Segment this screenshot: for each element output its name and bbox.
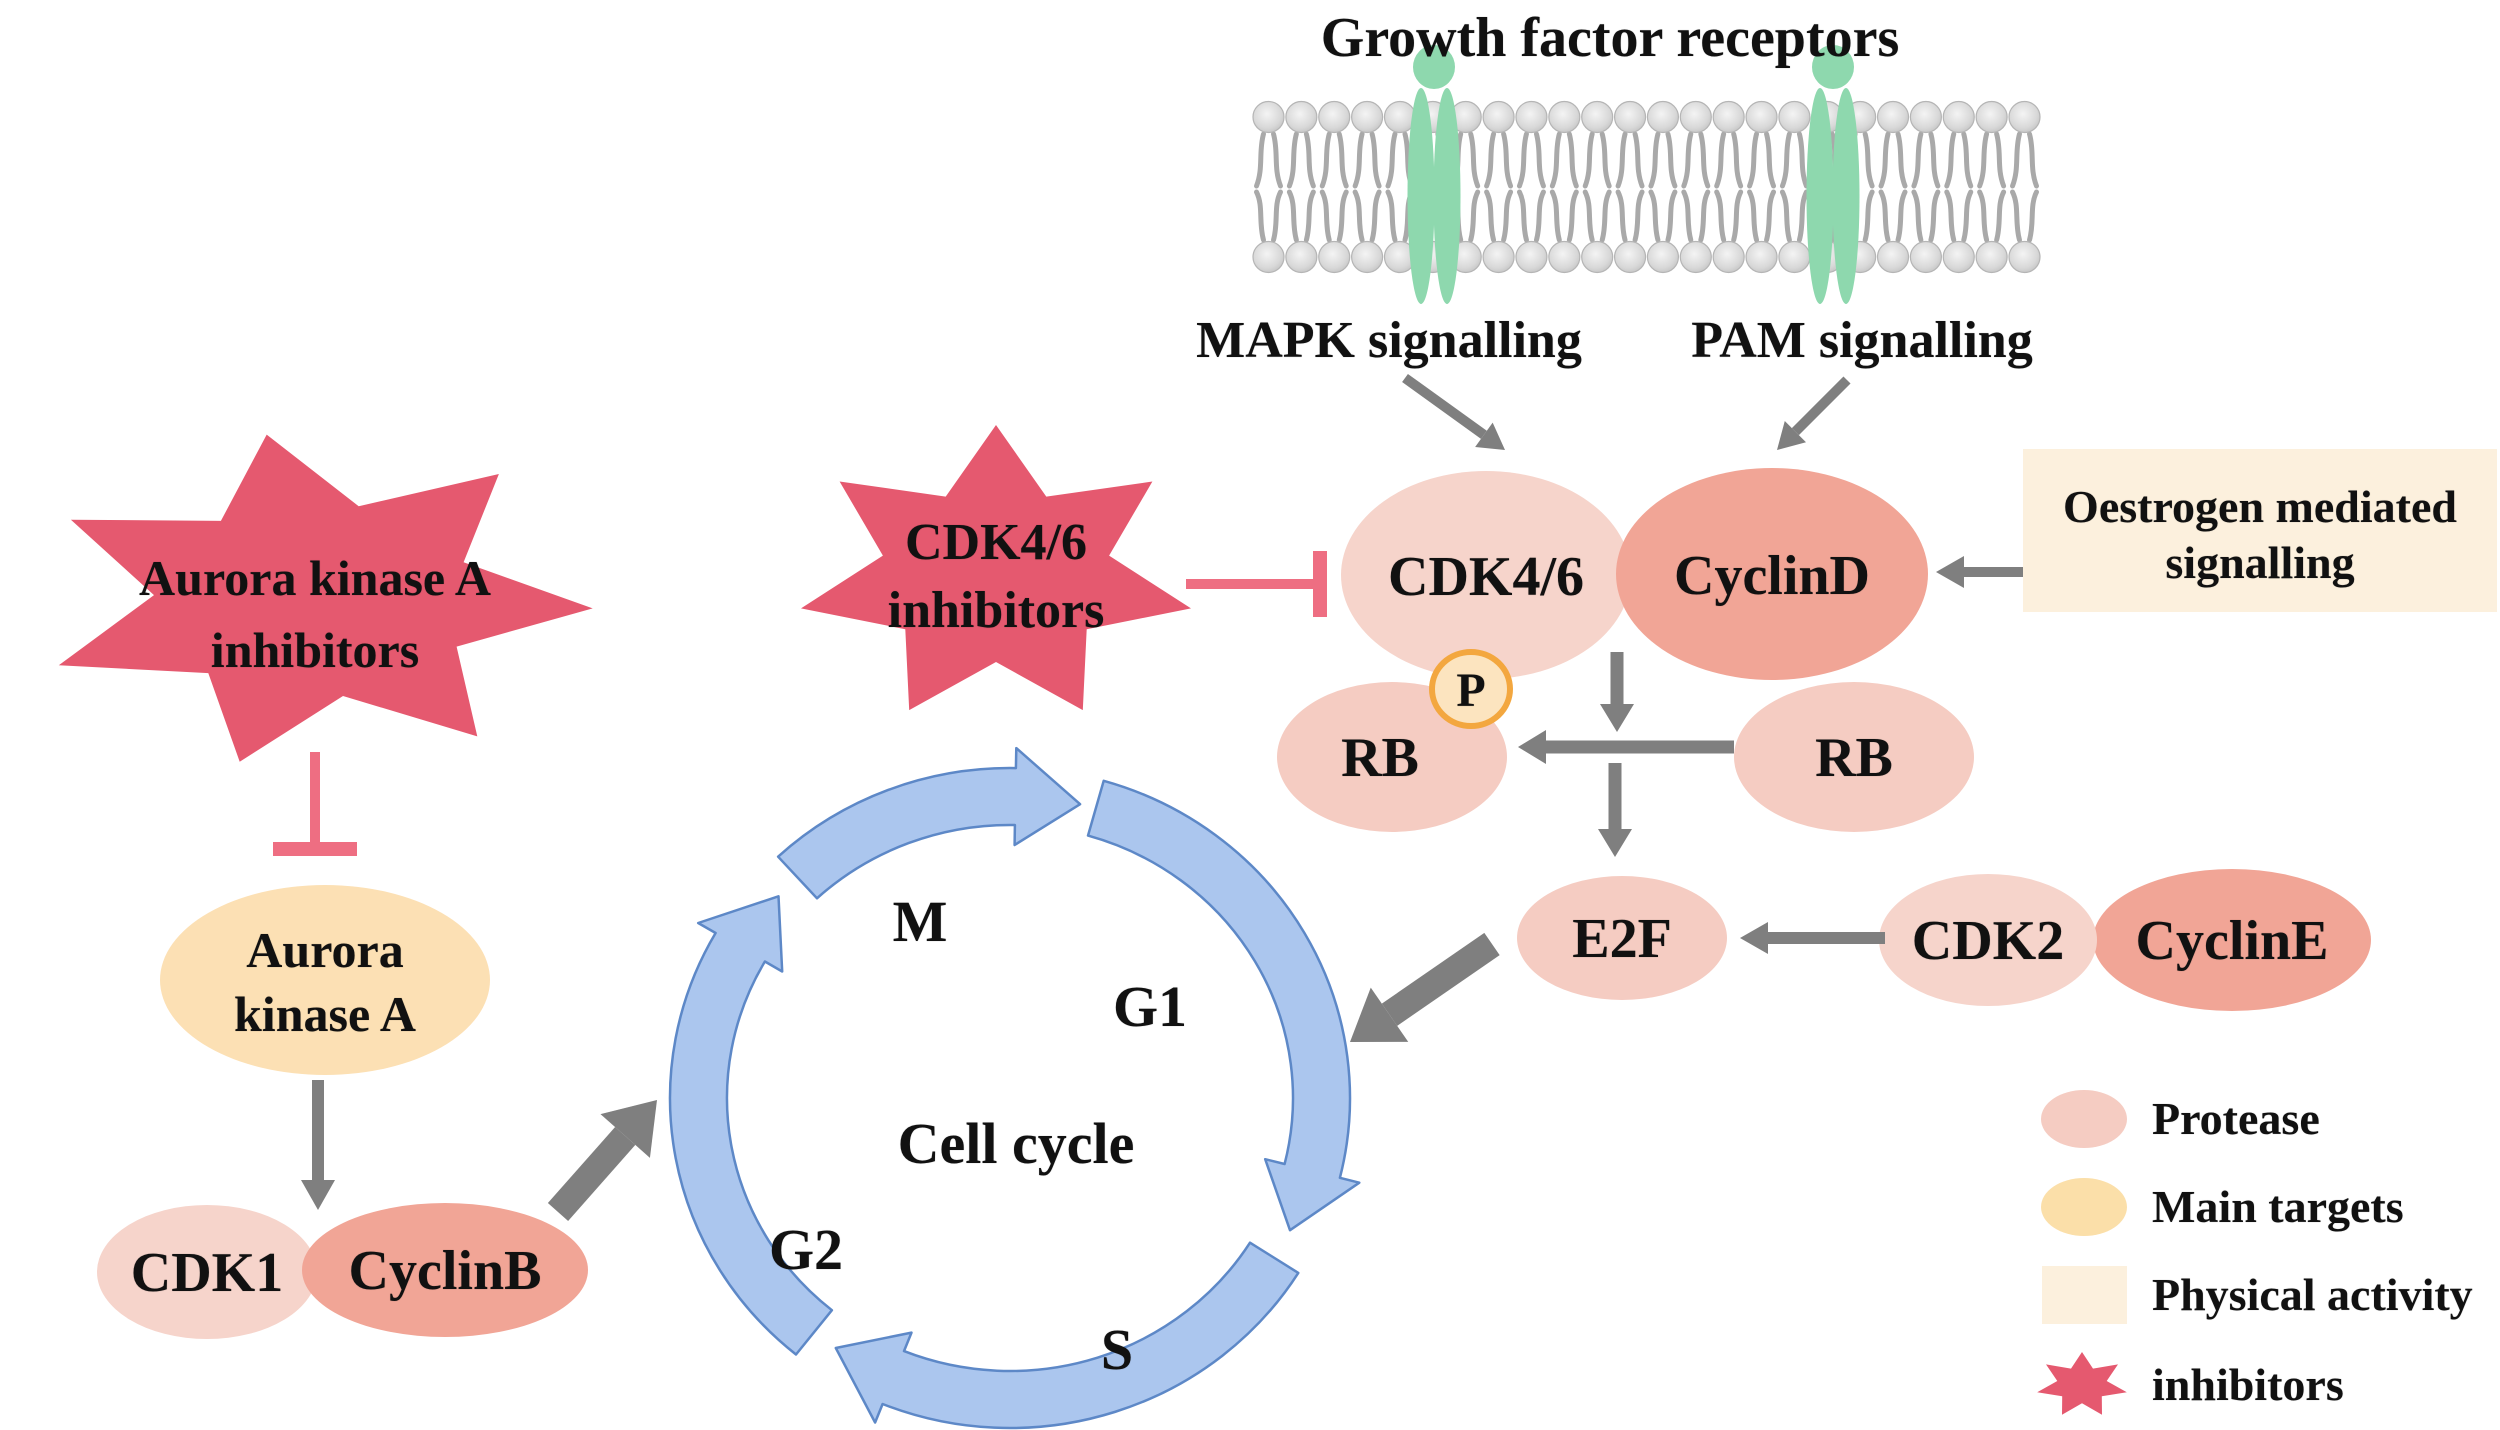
rb-to-e2f-arrow: [1598, 763, 1632, 857]
node-e2f-label: E2F: [1572, 908, 1672, 970]
cdk46-down-arrow: [1600, 652, 1634, 732]
phase-s-label: S: [1100, 1317, 1134, 1382]
node-aurora-kinase-a: [160, 885, 490, 1075]
aurora-inhibitors-star-label-line2: inhibitors: [210, 622, 420, 678]
oestrogen-box-label-line2: signalling: [2165, 537, 2355, 588]
node-rb: [1734, 682, 1974, 832]
oestrogen-box-label-line1: Oestrogen mediated: [2063, 481, 2457, 532]
cell-membrane-icon: [1252, 100, 2041, 274]
cdk46-inhibitors-star: [801, 425, 1191, 711]
legend-physical-activity-label: Physical activity: [2152, 1269, 2473, 1320]
phase-m-label: M: [892, 889, 948, 954]
mapk-to-cdk46-arrow: [1402, 373, 1505, 450]
node-cdk2-label: CDK2: [1911, 910, 2065, 972]
cell-cycle-ring-segment: [834, 1241, 1300, 1430]
mapk-signalling-label: MAPK signalling: [1196, 312, 1582, 369]
cyclinb-to-cell-cycle-arrow: [547, 1100, 657, 1221]
node-cdk1-label: CDK1: [130, 1242, 284, 1304]
legend-physical-activity-swatch: [2042, 1266, 2127, 1324]
aurora-to-cdk1-arrow: [301, 1080, 335, 1210]
node-cycline-label: CyclinE: [2135, 910, 2329, 972]
legend-main-targets-label: Main targets: [2152, 1181, 2404, 1232]
phase-g2-label: G2: [768, 1217, 844, 1282]
growth-factor-receptor-icon: [1407, 45, 1461, 304]
legend-inhibitors-swatch: [2037, 1352, 2127, 1415]
rb-phosphorylation-arrow: [1518, 730, 1734, 764]
pam-signalling-label: PAM signalling: [1691, 312, 2033, 369]
cdk46-inhibitors-star-label-line2: inhibitors: [887, 582, 1105, 639]
oestrogen-signalling-box: [2023, 449, 2497, 612]
legend-main-targets-swatch: [2041, 1178, 2127, 1236]
cell-cycle-ring-segment: [668, 895, 834, 1356]
cdk46-inhibitors-star-label-line1: CDK4/6: [905, 514, 1087, 571]
cell-cycle-ring-segment: [776, 746, 1082, 900]
node-aurora-kinase-label-line1: Aurora: [246, 922, 404, 978]
node-rb-phosphorylated-label: RB: [1341, 727, 1419, 789]
aurora-inhibitors-star-label-line1: Aurora kinase A: [139, 550, 491, 606]
cell-cycle-ring-segment: [1086, 779, 1361, 1232]
node-cdk46-label: CDK4/6: [1388, 546, 1584, 608]
cdk2-to-e2f-arrow: [1740, 922, 1885, 954]
node-cyclind-label: CyclinD: [1674, 545, 1870, 607]
aurora-inhibition-connector: [273, 752, 357, 856]
node-cyclind: [1616, 468, 1928, 680]
node-cdk1: [97, 1205, 317, 1339]
legend-protease-swatch: [2041, 1090, 2127, 1148]
node-phosphate-label: P: [1456, 664, 1486, 717]
node-e2f: [1517, 876, 1727, 1000]
node-phosphate: [1429, 649, 1513, 729]
growth-factor-receptor-icon: [1806, 45, 1860, 304]
oestrogen-to-cyclind-arrow: [1936, 556, 2023, 588]
cell-cycle-title: Cell cycle: [897, 1111, 1135, 1176]
node-cyclinb-label: CyclinB: [348, 1240, 542, 1302]
cdk46-inhibition-connector: [1186, 551, 1327, 617]
pam-to-cyclind-arrow: [1777, 376, 1851, 450]
node-rb-label: RB: [1815, 727, 1893, 789]
legend-inhibitors-label: inhibitors: [2152, 1359, 2344, 1410]
node-cdk2: [1879, 874, 2097, 1006]
node-cyclinb: [302, 1203, 588, 1337]
phase-g1-label: G1: [1112, 974, 1188, 1039]
legend-protease-label: Protease: [2152, 1093, 2320, 1144]
node-aurora-kinase-label-line2: kinase A: [233, 986, 417, 1042]
e2f-to-cell-cycle-arrow: [1350, 932, 1500, 1042]
node-cycline: [2093, 869, 2371, 1011]
node-cdk46: [1341, 471, 1631, 679]
aurora-inhibitors-star: [58, 434, 593, 762]
growth-factor-receptors-title: Growth factor receptors: [1320, 7, 1900, 69]
